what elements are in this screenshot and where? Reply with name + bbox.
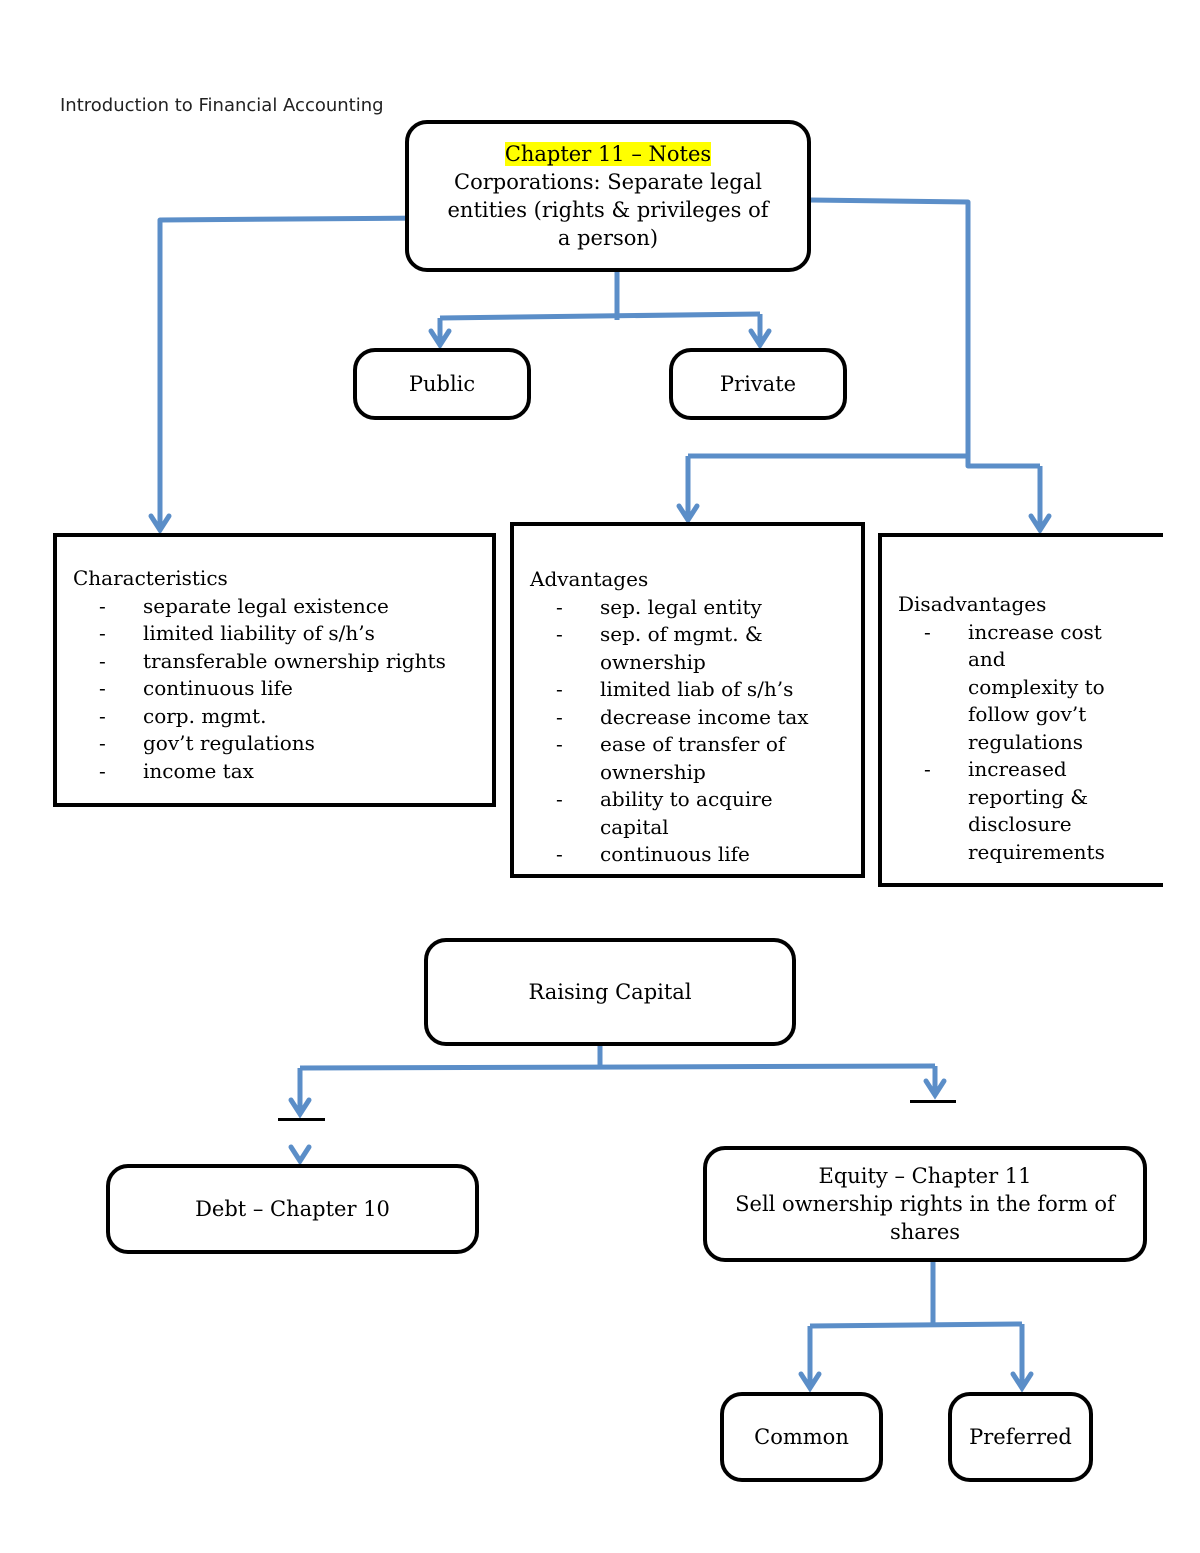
raising-capital-node: Raising Capital xyxy=(424,938,796,1046)
raising-capital-label: Raising Capital xyxy=(528,980,692,1004)
document-header: Introduction to Financial Accounting xyxy=(60,95,384,116)
preferred-label: Preferred xyxy=(969,1425,1072,1449)
stray-mark-right xyxy=(910,1100,956,1103)
advantages-box: Advantages sep. legal entity sep. of mgm… xyxy=(510,522,865,878)
list-item: separate legal existence xyxy=(73,593,478,621)
stray-mark-left xyxy=(278,1118,325,1121)
list-item: increased reporting & disclosure require… xyxy=(898,756,1108,866)
equity-subtitle: Sell ownership rights in the form of sha… xyxy=(735,1192,1115,1244)
list-item: limited liability of s/h’s xyxy=(73,620,478,648)
arrowhead-equity-partial xyxy=(923,1078,947,1100)
common-label: Common xyxy=(754,1425,849,1449)
list-item: sep. legal entity xyxy=(530,594,847,622)
list-item: sep. of mgmt. & ownership xyxy=(530,621,847,676)
private-node: Private xyxy=(669,348,847,420)
debt-node: Debt – Chapter 10 xyxy=(106,1164,479,1254)
root-title: Chapter 11 – Notes xyxy=(504,142,712,166)
arrowhead-characteristics xyxy=(148,513,172,535)
equity-node: Equity – Chapter 11 Sell ownership right… xyxy=(703,1146,1147,1262)
characteristics-box: Characteristics separate legal existence… xyxy=(53,533,496,807)
connector-root-characteristics xyxy=(157,215,429,528)
list-item: ease of transfer of ownership xyxy=(530,731,847,786)
disadvantages-title: Disadvantages xyxy=(898,592,1047,616)
arrowhead-public xyxy=(428,328,452,350)
list-item: corp. mgmt. xyxy=(73,703,478,731)
disadvantages-box: Disadvantages increase cost and complexi… xyxy=(878,533,1178,887)
list-item: decrease income tax xyxy=(530,704,847,732)
arrowhead-preferred xyxy=(1010,1371,1034,1393)
page-edge-mask xyxy=(1163,520,1200,900)
list-item: limited liab of s/h’s xyxy=(530,676,847,704)
advantages-title: Advantages xyxy=(530,567,649,591)
private-label: Private xyxy=(719,372,797,396)
list-item: ability to acquire capital xyxy=(530,786,847,841)
arrowhead-disadvantages xyxy=(1028,513,1052,535)
disadvantages-list: increase cost and complexity to follow g… xyxy=(898,619,1108,867)
connector-adv-bar xyxy=(688,453,1040,469)
connector-root-right xyxy=(809,197,971,462)
list-item: continuous life xyxy=(530,841,847,869)
arrowhead-debt-partial xyxy=(288,1097,312,1119)
characteristics-list: separate legal existence limited liabili… xyxy=(73,593,478,786)
root-subtitle: Corporations: Separate legal entities (r… xyxy=(447,170,769,250)
list-item: increase cost and complexity to follow g… xyxy=(898,619,1108,757)
public-label: Public xyxy=(408,372,476,396)
arrowhead-debt xyxy=(288,1144,312,1166)
connector-types-bar xyxy=(439,311,761,321)
arrowhead-advantages xyxy=(676,503,700,525)
list-item: income tax xyxy=(73,758,478,786)
root-node: Chapter 11 – Notes Corporations: Separat… xyxy=(405,120,811,272)
arrowhead-private xyxy=(748,328,772,350)
advantages-list: sep. legal entity sep. of mgmt. & owners… xyxy=(530,594,847,869)
connector-capital-bar xyxy=(299,1063,936,1071)
list-item: gov’t regulations xyxy=(73,730,478,758)
list-item: continuous life xyxy=(73,675,478,703)
list-item: transferable ownership rights xyxy=(73,648,478,676)
arrowhead-common xyxy=(798,1371,822,1393)
connector-equity-bar xyxy=(809,1321,1023,1329)
characteristics-title: Characteristics xyxy=(73,566,228,590)
common-node: Common xyxy=(720,1392,883,1482)
preferred-node: Preferred xyxy=(948,1392,1093,1482)
debt-label: Debt – Chapter 10 xyxy=(195,1197,390,1221)
public-node: Public xyxy=(353,348,531,420)
equity-title: Equity – Chapter 11 xyxy=(818,1164,1032,1188)
